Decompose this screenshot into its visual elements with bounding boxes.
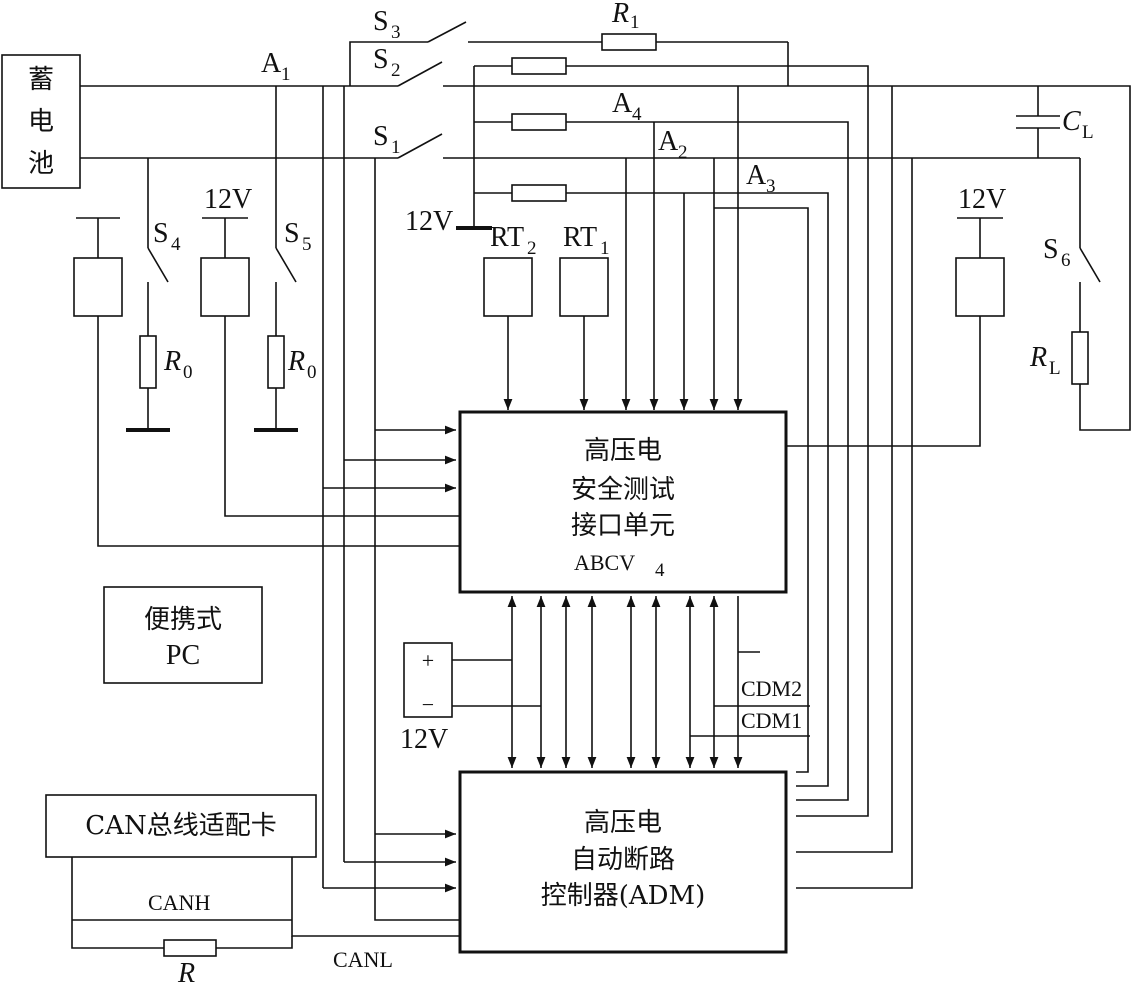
abcv4-line1: 高压电 [584,436,662,466]
node-a2-sub: 2 [678,142,688,163]
sensor-rt1: RT 1 [559,222,610,410]
abcv4-unit: 高压电 安全测试 接口单元 ABCV 4 [458,410,788,594]
abcv4-line2: 安全测试 [571,475,675,505]
relay-left [73,217,460,547]
resistor-r1: R 1 [601,0,657,51]
cdm1-label: CDM1 [741,708,802,733]
switch-s3-sub: 3 [391,22,401,43]
abcv4-line4-sub: 4 [655,560,665,581]
node-a1-sub: 1 [281,64,291,85]
switch-s2-label: S [373,44,389,75]
battery: 蓄 电 池 [1,54,81,189]
resistor-rl-label: R [1029,342,1047,373]
sensor-rt2-sub: 2 [527,238,537,259]
capacitor-label: C [1062,106,1081,137]
switch-s4-label: S [153,218,169,249]
relay-12v: 12V [200,184,460,517]
canh-label: CANH [148,890,210,915]
resistor-r0b-sub: 0 [307,362,317,383]
switch-s1-sub: 1 [391,137,401,158]
resistor-r1-label: R [611,0,629,29]
pc-line1: 便携式 [144,605,222,635]
resistor-r0a-sub: 0 [183,362,193,383]
sensor-rt1-sub: 1 [600,238,610,259]
sensor-rt2: RT 2 [483,222,537,410]
capacitor-sub: L [1082,122,1094,143]
node-a3-sub: 3 [766,176,776,197]
ladder-12v-label: 12V [405,206,453,237]
adm-controller: 高压电 自动断路 控制器(ADM) [458,770,788,954]
supply-plus: + [422,648,434,673]
switch-s5-branch: S 5 R 0 [254,86,317,432]
switch-s5-label: S [284,218,300,249]
node-a3-label: A [746,160,767,191]
supply-minus: − [422,692,434,717]
can-adapter: CAN总线适配卡 CANH CANL R [45,794,460,985]
switch-s1: S 1 [373,121,443,159]
switch-s5-sub: 5 [302,234,312,255]
resistor-r1-sub: 1 [630,12,640,33]
supply-12v: + − 12V [400,642,541,755]
switch-s6-label: S [1043,234,1059,265]
switch-s3-label: S [373,6,389,37]
switch-s4-branch: S 4 R 0 [126,158,193,432]
node-a4-sub: 4 [632,104,642,125]
battery-label-1: 蓄 [28,65,54,95]
bus-taps-adm [796,86,913,889]
resistor-r0a-label: R [163,346,181,377]
resistor-rl-sub: L [1049,358,1061,379]
bus-taps-abcv4 [621,86,743,410]
adm-line3: 控制器(ADM) [541,881,706,911]
abcv4-adm-links [507,596,810,768]
sensor-rt2-label: RT [490,222,524,253]
switch-s2: S 2 [373,44,443,87]
switch-s6-load: S 6 R L [1029,85,1131,431]
resistor-ladder [456,57,869,817]
abcv4-line3: 接口单元 [571,511,675,541]
adm-line1: 高压电 [584,808,662,838]
sensor-rt1-label: RT [563,222,597,253]
can-resistor-label: R [177,958,195,985]
resistor-r0b-label: R [287,346,305,377]
bus-verticals-left [322,86,460,921]
can-card-label: CAN总线适配卡 [85,811,276,841]
canl-label: CANL [333,947,393,972]
node-a2-label: A [658,126,679,157]
relay-right-12v-label: 12V [958,184,1006,215]
switch-s4-sub: 4 [171,234,181,255]
battery-label-2: 电 [28,107,54,137]
cdm2-label: CDM2 [741,676,802,701]
switch-s6-sub: 6 [1061,250,1071,271]
node-a4-label: A [612,88,633,119]
portable-pc: 便携式 PC [103,586,263,684]
adm-line2: 自动断路 [571,845,675,875]
node-a1-label: A [261,48,282,79]
battery-label-3: 池 [28,149,54,179]
supply-12v-label: 12V [400,724,448,755]
relay-right: 12V [786,184,1006,447]
switch-s3-branch: S 3 [349,6,789,86]
abcv4-line4: ABCV [574,550,635,575]
pc-line2: PC [166,640,200,671]
capacitor-cl: C L [1016,86,1094,158]
switch-s2-sub: 2 [391,60,401,81]
switch-s1-label: S [373,121,389,152]
relay-12v-label: 12V [204,184,252,215]
